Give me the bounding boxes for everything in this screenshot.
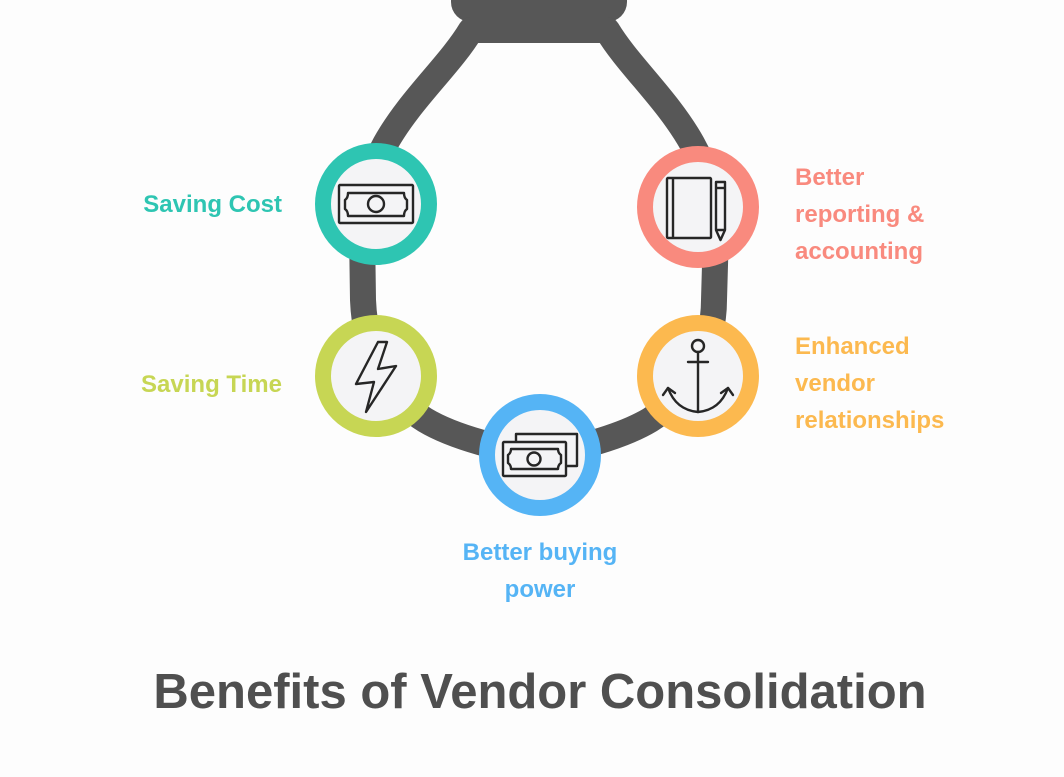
node-saving-cost [315, 143, 437, 265]
stacked-banknotes-icon [501, 432, 579, 478]
label-saving-time: Saving Time [141, 371, 282, 398]
node-vendor-relationships [637, 315, 759, 437]
node-buying-power [479, 394, 601, 516]
label-vendor-relationships: Enhanced vendor relationships [795, 333, 945, 434]
label-buying-power: Better buying power [462, 539, 618, 603]
node-ring [637, 146, 759, 268]
node-saving-time [315, 315, 437, 437]
anchor-icon [661, 338, 735, 414]
node-ring [315, 315, 437, 437]
banknote-icon [337, 183, 415, 225]
notebook-pen-icon [665, 176, 727, 242]
node-reporting [637, 146, 759, 268]
lightning-bolt-icon [354, 340, 398, 414]
label-reporting: Better reporting & accounting [795, 164, 925, 265]
page-title: Benefits of Vendor Consolidation [153, 665, 927, 719]
label-saving-cost: Saving Cost [143, 191, 282, 218]
node-ring [315, 143, 437, 265]
bulb-cap [451, 0, 627, 22]
